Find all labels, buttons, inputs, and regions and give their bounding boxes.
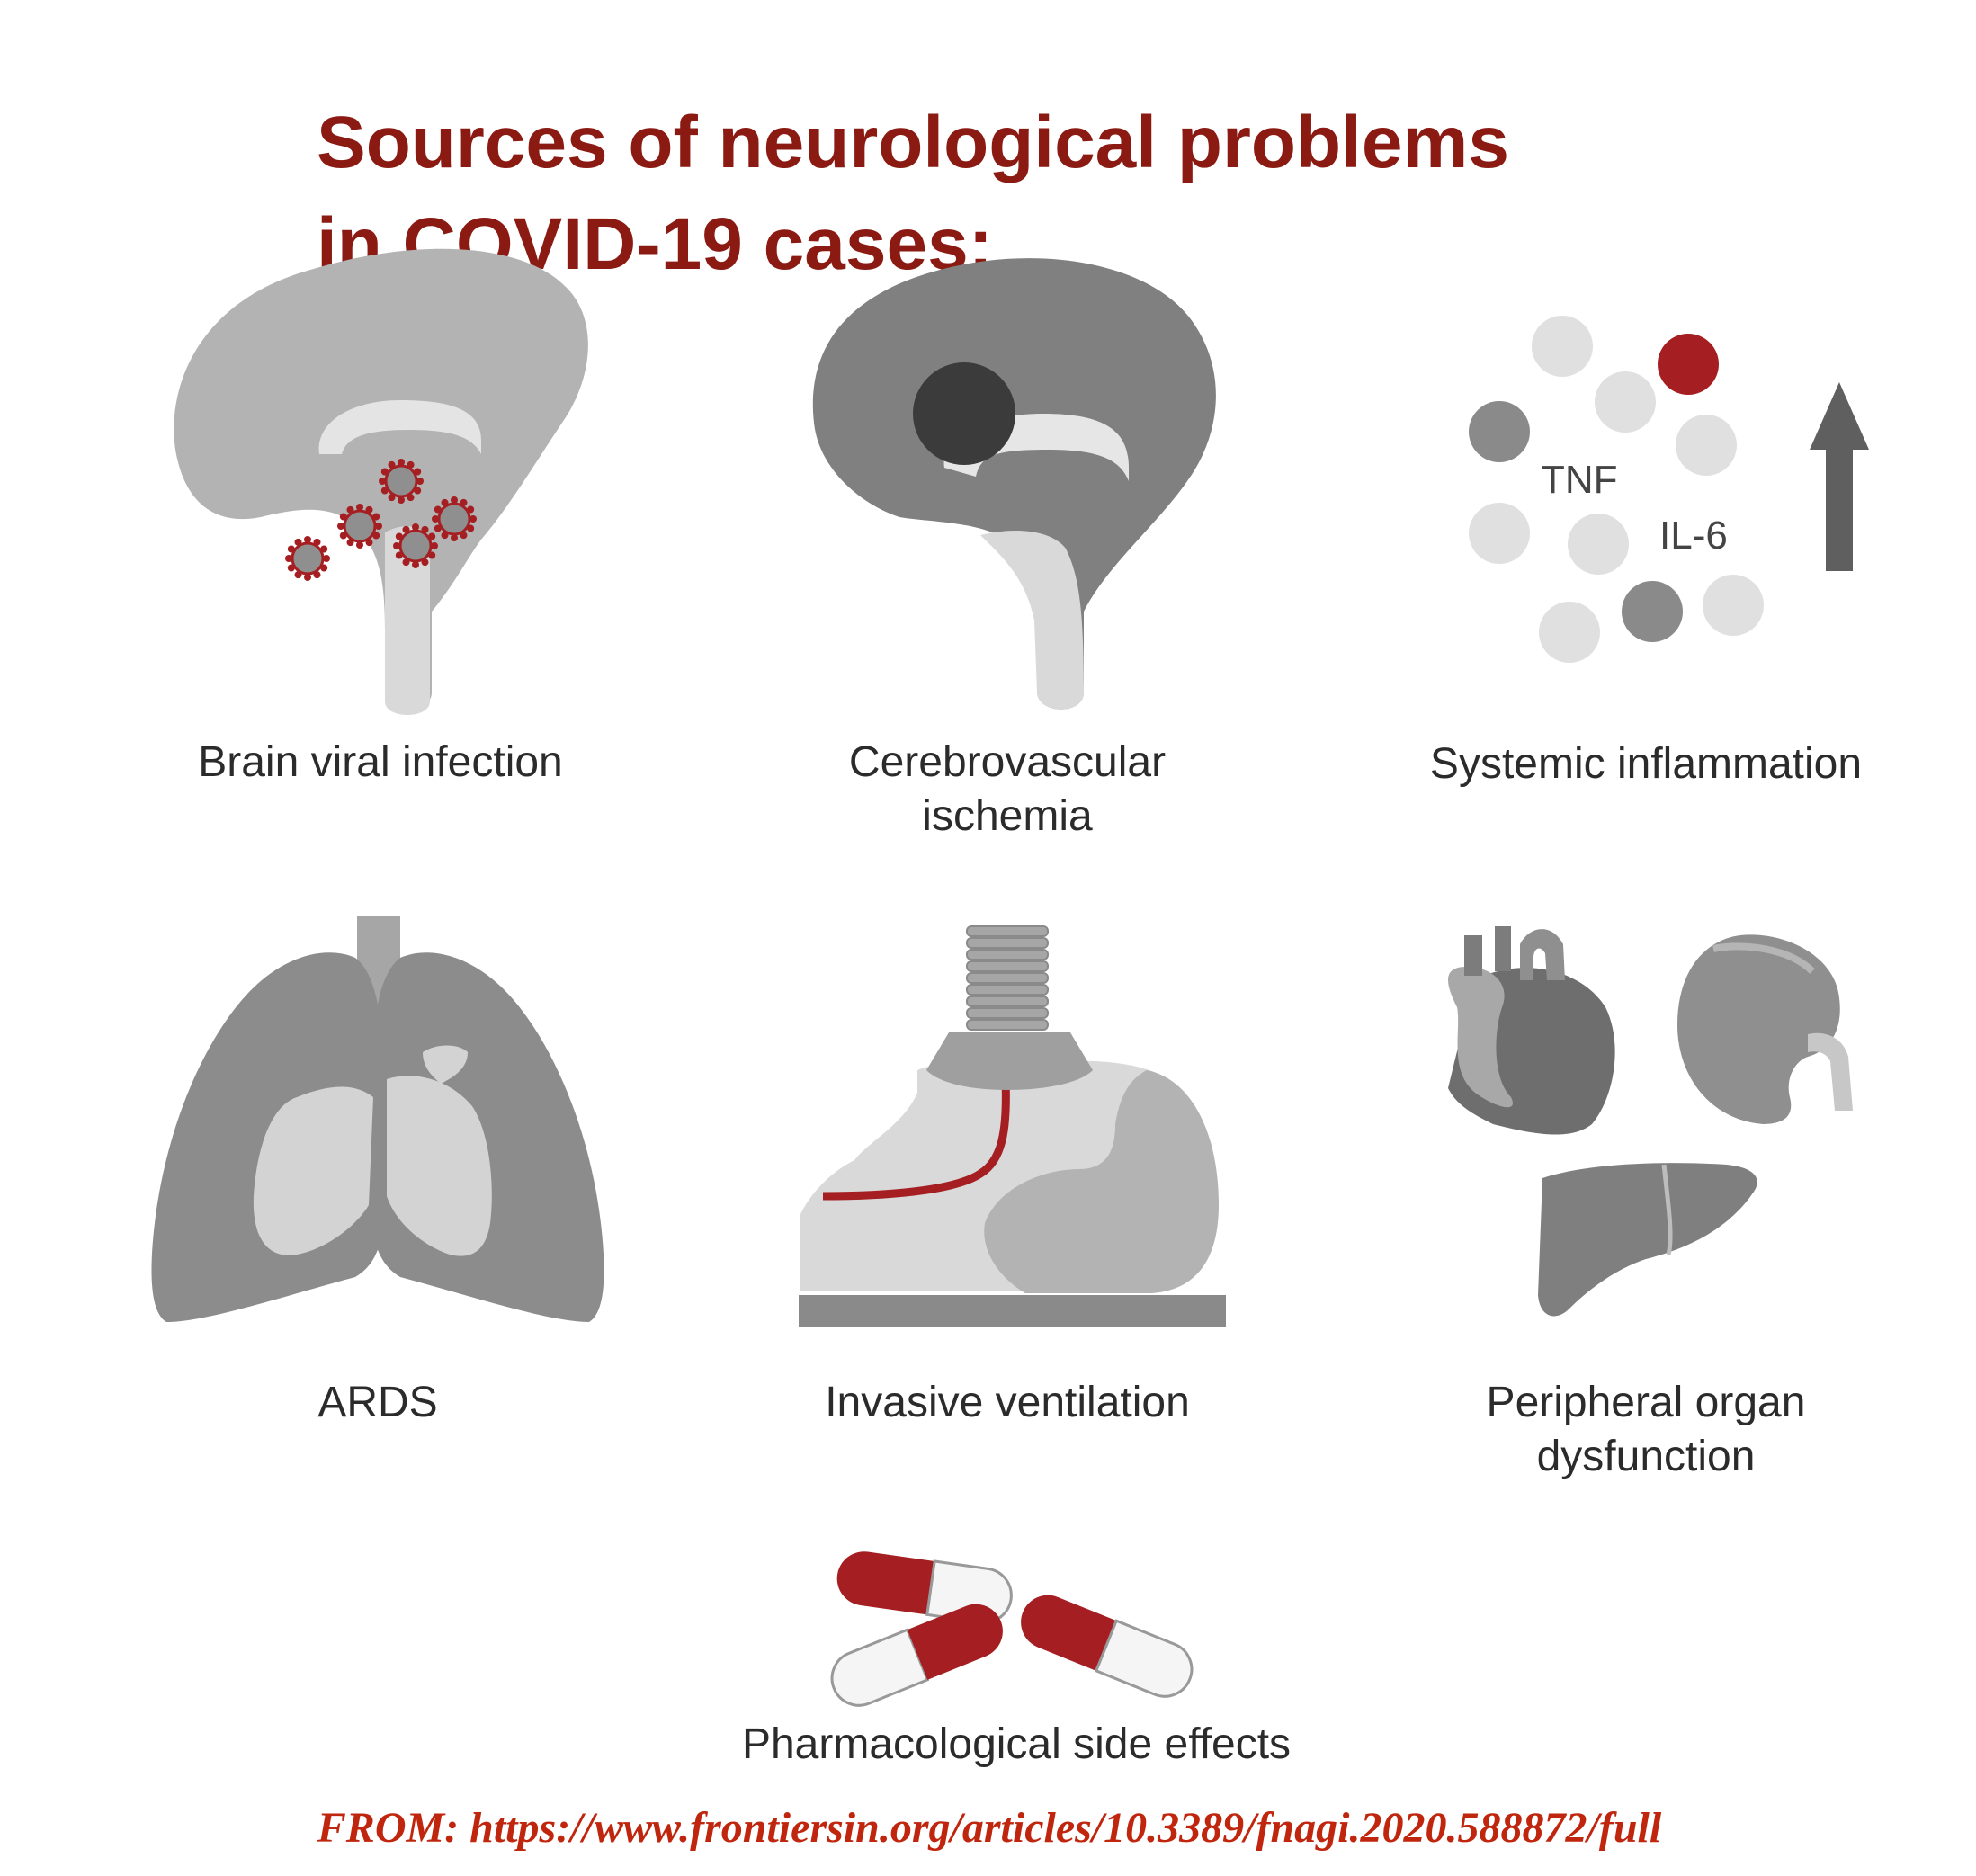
liver bbox=[1538, 1163, 1757, 1317]
heart-atrium bbox=[1448, 967, 1513, 1108]
label-peripheral-line2: dysfunction bbox=[1536, 1433, 1756, 1480]
virus-icon bbox=[337, 504, 382, 549]
il6-marker: IL-6 bbox=[1659, 514, 1728, 558]
label-cerebrovascular-line2: ischemia bbox=[922, 792, 1093, 840]
cytokine-dot bbox=[1568, 514, 1629, 575]
label-cerebrovascular-ischemia: Cerebrovascular ischemia bbox=[791, 736, 1223, 844]
capsule-top bbox=[836, 1551, 1013, 1624]
brainstem bbox=[385, 526, 430, 715]
kidney-highlight bbox=[1712, 942, 1815, 974]
hose-coil bbox=[966, 996, 1049, 1007]
hose-coil bbox=[966, 925, 1049, 937]
bed-platform bbox=[799, 1295, 1226, 1327]
cytokine-dot bbox=[1469, 401, 1530, 462]
page-title: Sources of neurological problems in COVI… bbox=[317, 92, 1936, 295]
hose-coil bbox=[966, 1019, 1049, 1031]
right-lung-opacity-small bbox=[423, 1045, 468, 1084]
hose-coil bbox=[966, 972, 1049, 984]
label-brain-viral-infection: Brain viral infection bbox=[198, 738, 563, 786]
aortic-arch bbox=[1520, 929, 1565, 980]
hose-coil bbox=[966, 1007, 1049, 1019]
virus-particles bbox=[285, 459, 477, 581]
cytokine-dot bbox=[1676, 415, 1737, 476]
ischemic-lesion bbox=[913, 362, 1015, 465]
right-lung-opacity bbox=[387, 1076, 492, 1256]
ventilator-hose bbox=[966, 925, 1049, 1031]
patient-cheek bbox=[984, 1070, 1219, 1293]
title-line-1: Sources of neurological problems bbox=[317, 102, 1509, 183]
brainstem-ischemia bbox=[980, 531, 1084, 710]
hose-coil bbox=[966, 984, 1049, 996]
cytokine-dot bbox=[1469, 503, 1530, 564]
corpus-callosum bbox=[318, 400, 481, 454]
cytokine-dot bbox=[1703, 575, 1764, 636]
source-citation: FROM: https://www.frontiersin.org/articl… bbox=[317, 1804, 1662, 1852]
virus-icon bbox=[393, 523, 438, 568]
endotracheal-tube bbox=[822, 1078, 1010, 1201]
hose-coil bbox=[966, 960, 1049, 972]
hose-coil bbox=[966, 949, 1049, 960]
label-cerebrovascular-line1: Cerebrovascular bbox=[848, 738, 1167, 786]
label-peripheral-organ-dysfunction: Peripheral organ dysfunction bbox=[1421, 1376, 1871, 1484]
brain-silhouette-dark bbox=[812, 258, 1216, 710]
heart-vessels bbox=[1464, 926, 1511, 976]
cytokine-dot bbox=[1658, 334, 1719, 395]
cytokine-dots bbox=[1469, 316, 1764, 663]
cytokine-dot bbox=[1595, 371, 1656, 433]
ventilator-connector bbox=[926, 1032, 1093, 1090]
kidney bbox=[1677, 934, 1840, 1124]
cytokine-dot bbox=[1532, 316, 1593, 377]
left-lung-opacity bbox=[253, 1086, 373, 1255]
increase-arrow-icon bbox=[1810, 382, 1869, 571]
label-pharmacological-side-effects: Pharmacological side effects bbox=[741, 1720, 1292, 1768]
capsule-left bbox=[830, 1604, 1003, 1707]
label-invasive-ventilation: Invasive ventilation bbox=[825, 1379, 1190, 1426]
cytokine-dot bbox=[1539, 602, 1600, 663]
label-peripheral-line1: Peripheral organ bbox=[1486, 1379, 1806, 1426]
label-ards: ARDS bbox=[317, 1379, 438, 1426]
label-systemic-inflammation: Systemic inflammation bbox=[1429, 740, 1863, 788]
ureter bbox=[1808, 1032, 1853, 1111]
virus-icon bbox=[379, 459, 424, 504]
virus-icon bbox=[285, 536, 330, 581]
liver-lobe-line bbox=[1661, 1164, 1673, 1255]
hose-coil bbox=[966, 937, 1049, 949]
cytokine-dot bbox=[1622, 581, 1683, 642]
capsule-right bbox=[1021, 1595, 1194, 1698]
virus-icon bbox=[432, 496, 477, 541]
tnf-marker: TNF bbox=[1541, 458, 1618, 502]
